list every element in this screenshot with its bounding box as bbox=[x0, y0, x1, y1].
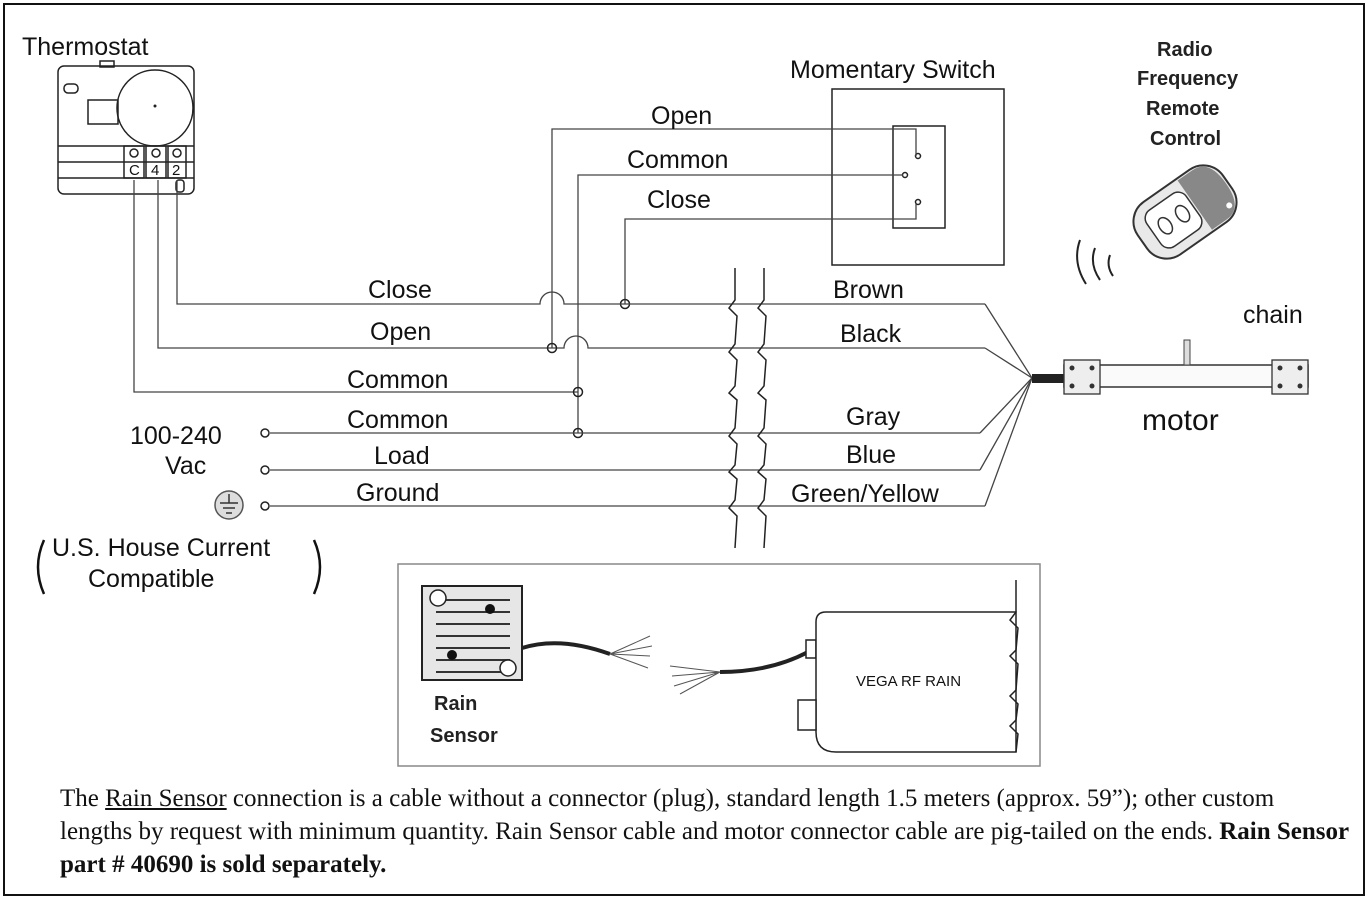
caption-part1: The bbox=[60, 785, 106, 812]
voltage-label-line2: Vac bbox=[165, 452, 206, 480]
right-wire-label-blue: Blue bbox=[846, 441, 896, 469]
right-wire-labels: Brown Black Gray Blue Green/Yellow bbox=[791, 276, 940, 508]
remote-title-line4: Control bbox=[1150, 128, 1221, 150]
right-wire-label-black: Black bbox=[840, 320, 902, 348]
voltage-label-line1: 100-240 bbox=[130, 422, 222, 450]
vega-rf-rain-unit-icon bbox=[797, 580, 1019, 753]
caption-part2: connection is a cable without a connecto… bbox=[60, 785, 1275, 845]
left-wire-labels: Close Open Common Common Load Ground bbox=[347, 276, 448, 507]
left-wire-label-open: Open bbox=[370, 318, 431, 346]
rain-sensor-inset: Rain Sensor VEGA RF RAIN bbox=[397, 563, 1041, 767]
power-note-line1: U.S. House Current bbox=[52, 534, 270, 562]
remote-control: Radio Frequency Remote Control bbox=[1076, 39, 1239, 285]
rain-sensor-plate-icon bbox=[421, 585, 523, 681]
diagram-frame bbox=[3, 3, 1365, 896]
ground-symbol-icon bbox=[214, 490, 244, 520]
left-wire-label-common-1: Common bbox=[347, 366, 448, 394]
main-wires bbox=[260, 303, 1033, 511]
power-note-line2: Compatible bbox=[88, 565, 214, 593]
rain-sensor-label-line1: Rain bbox=[434, 693, 477, 715]
remote-title-line1: Radio bbox=[1157, 39, 1213, 61]
left-wire-label-close: Close bbox=[368, 276, 432, 304]
power-source: 100-240 Vac U.S. House Current Compatibl… bbox=[36, 422, 322, 595]
left-wire-label-ground: Ground bbox=[356, 479, 439, 507]
switch-wire-common-label: Common bbox=[627, 146, 728, 174]
momentary-switch: Momentary Switch Open Common Close bbox=[551, 56, 1005, 433]
caption-bold-note: Rain Sensor part # 40690 is sold separat… bbox=[60, 818, 1349, 878]
caption-rain-sensor: Rain Sensor bbox=[105, 785, 227, 812]
motor-label: motor bbox=[1142, 404, 1219, 437]
vega-unit-label: VEGA RF RAIN bbox=[856, 673, 961, 690]
caption-text: The Rain Sensor connection is a cable wi… bbox=[60, 782, 1350, 881]
rain-sensor-label-line2: Sensor bbox=[430, 725, 498, 747]
remote-fob-icon bbox=[1132, 164, 1238, 260]
right-wire-label-green-yellow: Green/Yellow bbox=[791, 480, 940, 508]
thermostat-title: Thermostat bbox=[22, 33, 148, 61]
right-wire-label-gray: Gray bbox=[846, 403, 901, 431]
terminal-2-label: 2 bbox=[172, 162, 180, 179]
remote-title-line3: Remote bbox=[1146, 98, 1219, 120]
terminal-c-label: C bbox=[129, 162, 140, 179]
switch-wire-close-label: Close bbox=[647, 186, 711, 214]
thermostat: Thermostat C 4 2 bbox=[22, 33, 195, 195]
terminal-4-label: 4 bbox=[151, 162, 159, 179]
right-wire-label-brown: Brown bbox=[833, 276, 904, 304]
motor: chain motor bbox=[1032, 301, 1309, 437]
wire-junctions bbox=[546, 298, 631, 439]
thermostat-wires bbox=[133, 180, 592, 393]
momentary-switch-title: Momentary Switch bbox=[790, 56, 996, 84]
remote-title-line2: Frequency bbox=[1137, 68, 1239, 90]
switch-wire-open-label: Open bbox=[651, 102, 712, 130]
cable-break-marks bbox=[727, 268, 767, 549]
radio-waves-icon bbox=[1076, 239, 1114, 285]
left-wire-label-load: Load bbox=[374, 442, 430, 470]
left-wire-label-common-2: Common bbox=[347, 406, 448, 434]
chain-label: chain bbox=[1243, 301, 1303, 329]
